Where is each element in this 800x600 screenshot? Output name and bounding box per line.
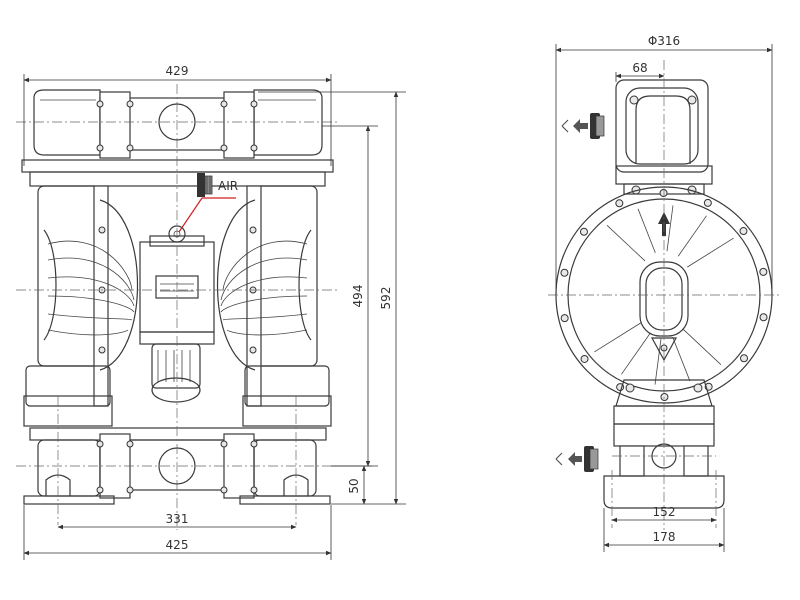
rim-bolt [615,199,624,208]
muffler [151,343,201,403]
right-chamber [216,185,332,427]
dim-width-top-label: 429 [166,64,189,78]
rim-bolt [759,267,768,276]
air-fitting-icon [197,173,213,197]
outlet-manifold [21,89,334,187]
rib-line [682,328,722,365]
rim-bolt [560,268,569,277]
rim-bolt [560,314,569,323]
rib-line [654,338,662,385]
dim-base-holes-side: 152 [611,505,717,523]
fluid-inlet-icon [555,446,599,472]
rib-line [594,322,641,353]
rib-lines [594,205,734,385]
rib-line [672,336,691,382]
dim-base-holes-front: 331 [57,512,297,530]
rib-line [606,225,646,262]
dim-diameter-label: Φ316 [648,34,680,48]
manifold-bolts [96,100,258,494]
rim-bolts [560,189,768,401]
rim-bolt [579,227,588,236]
dim-height-outlet: 494 [322,125,378,467]
left-chamber [23,185,139,427]
rim-bolt [759,313,768,322]
dim-outlet-offset: 68 [615,61,665,82]
rib-line [666,205,674,252]
air-label: AIR [218,179,238,193]
dim-width-top: 429 [23,64,332,166]
rib-line [621,333,651,375]
dim-inlet-height: 50 [331,465,372,505]
rim-bolt [740,354,749,363]
rib-line [677,215,707,257]
dim-base-width: 178 [603,508,725,552]
rim-bolt [580,354,589,363]
rim-bolt [703,198,712,207]
dim-width-bottom-label: 425 [166,538,189,552]
dim-height-total-label: 592 [379,287,393,310]
side-view: Φ316 68 152 178 [548,34,782,552]
front-view: AIR 429 331 425 494 [16,64,406,560]
rim-bolt [659,189,668,198]
dim-base-holes-front-label: 331 [166,512,189,526]
side-outlet [615,79,713,195]
dim-diameter: Φ316 [555,34,773,295]
rim-bolt [660,392,669,401]
air-leader-line [178,197,236,233]
dim-width-bottom: 425 [23,505,332,560]
dim-inlet-height-label: 50 [347,478,361,493]
rib-line [687,237,734,268]
rib-line [637,208,656,254]
dim-base-width-label: 178 [653,530,676,544]
rim-bolt [739,227,748,236]
dim-base-holes-side-label: 152 [653,505,676,519]
dim-outlet-offset-label: 68 [632,61,647,75]
fluid-outlet-icon [561,113,605,139]
dim-height-total: 592 [258,91,406,505]
dim-height-outlet-label: 494 [351,285,365,308]
